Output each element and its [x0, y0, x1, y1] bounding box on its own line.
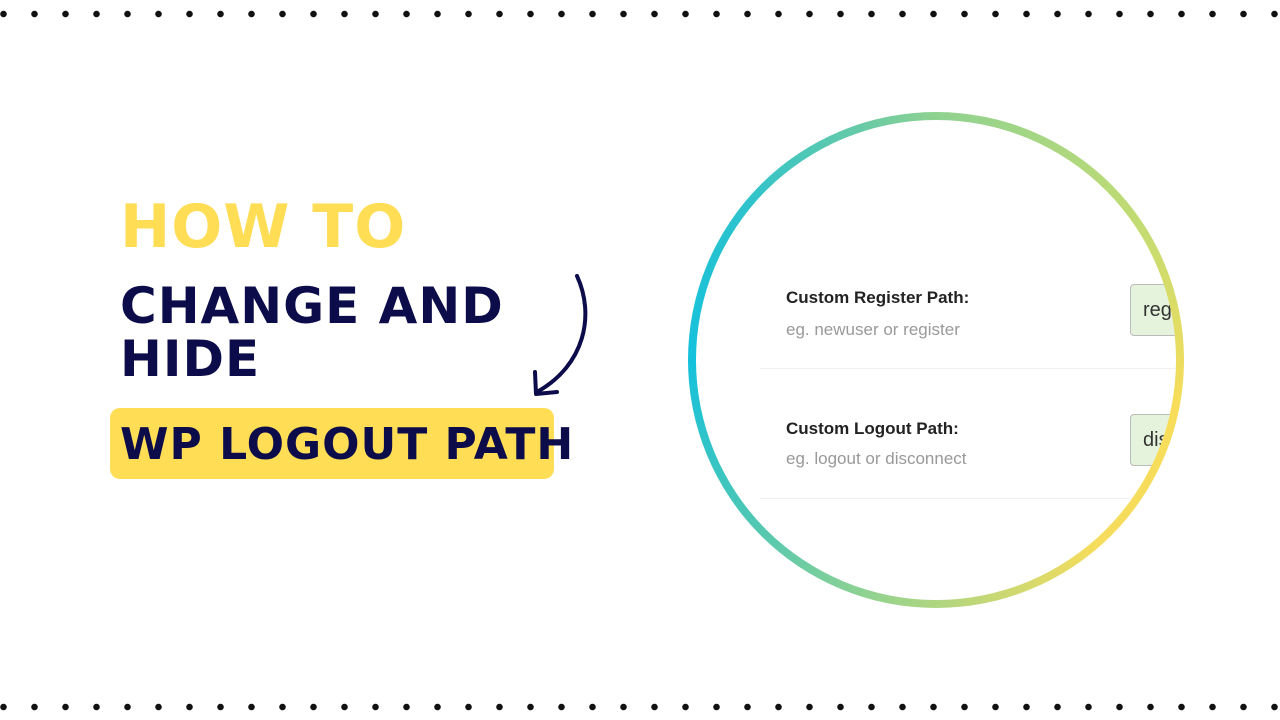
register-path-hint: eg. newuser or register [786, 320, 960, 339]
headline-line-a: CHANGE AND [120, 277, 504, 335]
headline-main: CHANGE AND HIDE [120, 280, 504, 386]
register-path-label: Custom Register Path: [786, 288, 970, 307]
headline-line-b: HIDE [120, 330, 261, 388]
highlight-text: WP LOGOUT PATH [120, 419, 575, 470]
register-path-input[interactable]: reg [1130, 284, 1176, 336]
headline-how-to: HOW TO [120, 192, 407, 262]
logout-path-input[interactable]: dis [1130, 414, 1176, 466]
settings-zoom: Custom Register Path: eg. newuser or reg… [696, 120, 1176, 600]
curved-arrow-icon [533, 274, 588, 396]
logout-path-label: Custom Logout Path: [786, 419, 959, 438]
dotted-border-top [0, 10, 1280, 18]
setting-row-register: Custom Register Path: eg. newuser or reg… [760, 270, 1176, 369]
logout-path-hint: eg. logout or disconnect [786, 449, 967, 468]
setting-row-logout: Custom Logout Path: eg. logout or discon… [760, 369, 1176, 499]
dotted-border-bottom [0, 703, 1280, 711]
highlight-pill: WP LOGOUT PATH [110, 408, 573, 479]
magnifier-circle: Custom Register Path: eg. newuser or reg… [688, 112, 1184, 608]
